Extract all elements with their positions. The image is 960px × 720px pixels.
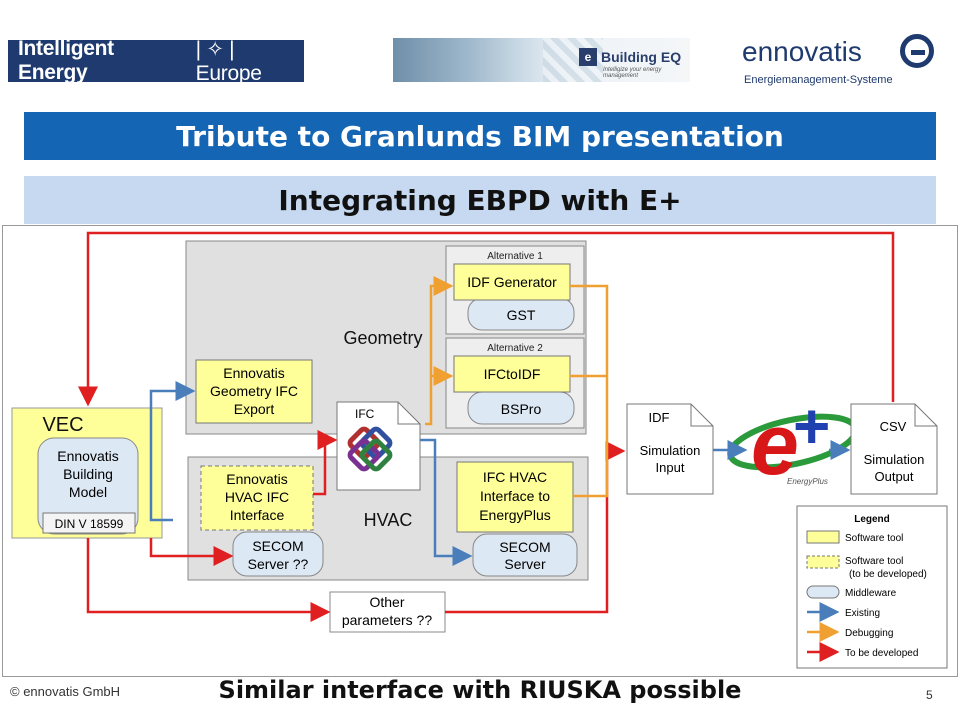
legend-swatch-middleware [806, 585, 840, 599]
intelligent-energy-logo: Intelligent Energy | ✧ | Europe [8, 37, 304, 85]
building-eq-text: Building EQ [601, 49, 682, 65]
geom-export-line3: Export [234, 401, 275, 417]
ennovatis-name: ennovatis [742, 36, 862, 67]
secom-server-middleware [472, 533, 578, 577]
ifc-label: IFC [355, 407, 375, 421]
geometry-label: Geometry [343, 328, 422, 348]
copyright-text: © ennovatis GmbH [10, 684, 121, 699]
diagram-svg: Geometry HVAC Alternative 1 GST IDF Gene… [11, 231, 948, 669]
red-connectors [78, 231, 895, 622]
sim-output-line1: Simulation [864, 452, 925, 467]
secom-line2: Server [504, 556, 546, 572]
idf-label: IDF [649, 410, 670, 425]
building-eq-brand: e Building EQ [579, 48, 681, 66]
legend-label-middleware: Middleware [845, 588, 897, 599]
sim-input-line2: Input [656, 460, 685, 475]
geometry-ifc-export-box [195, 359, 313, 424]
building-model-middleware [37, 437, 139, 535]
vec-label: VEC [42, 414, 83, 436]
sim-output-line2: Output [874, 469, 913, 484]
hvac-ifc-line2: HVAC IFC [225, 489, 289, 505]
geom-export-line1: Ennovatis [223, 365, 284, 381]
page-number: 5 [926, 688, 933, 702]
secom-q-line1: SECOM [252, 538, 303, 554]
legend-swatch-software-tbd [806, 555, 840, 569]
hvac-ifc-interface-box [200, 465, 314, 531]
energyplus-caption: EnergyPlus [787, 477, 828, 486]
bspro-label: BSPro [501, 401, 542, 417]
slide-subtitle: Integrating EBPD with E+ [24, 176, 936, 224]
legend-label-software-tbd: Software tool [845, 556, 903, 567]
gst-label: GST [507, 307, 536, 323]
ifc-hvac-line2: Interface to [480, 488, 550, 504]
legend-label-debugging: Debugging [845, 628, 893, 639]
integration-diagram: Geometry HVAC Alternative 1 GST IDF Gene… [2, 225, 958, 677]
europe-text: | ✧ | Europe [190, 37, 262, 85]
building-model-line3: Model [69, 484, 107, 500]
hvac-ifc-line3: Interface [230, 507, 285, 523]
slide-title: Tribute to Granlunds BIM presentation [24, 112, 936, 160]
building-eq-e-icon: e [579, 48, 597, 66]
blue-connectors [149, 381, 851, 566]
legend-swatch-software [806, 530, 840, 544]
sim-input-line1: Simulation [640, 443, 701, 458]
energyplus-e-icon: e [751, 397, 799, 493]
other-parameters-box [329, 591, 446, 633]
csv-label: CSV [880, 419, 907, 434]
secom-line1: SECOM [499, 539, 550, 555]
legend-label-existing: Existing [845, 608, 880, 619]
geom-export-line2: Geometry IFC [210, 383, 298, 399]
legend-label-to-be-developed: To be developed [845, 648, 918, 659]
hvac-label: HVAC [364, 510, 413, 530]
secom-q-line2: Server ?? [248, 556, 309, 572]
legend-label-software-tbd-2: (to be developed) [849, 569, 927, 580]
alternative2-label: Alternative 2 [487, 343, 543, 354]
ifctoidf-box [453, 355, 571, 393]
hvac-ifc-line1: Ennovatis [226, 471, 287, 487]
intelligent-energy-text: Intelligent Energy [18, 37, 114, 84]
building-model-line1: Ennovatis [57, 448, 118, 464]
building-eq-tagline: Intelligize your energy management [603, 67, 662, 79]
ifc-logo-icon [347, 426, 393, 472]
alternative1-label: Alternative 1 [487, 251, 543, 262]
orange-connectors [425, 276, 609, 498]
din-box [42, 512, 136, 534]
ifc-hvac-line3: EnergyPlus [479, 507, 551, 523]
other-params-line2: parameters ?? [342, 612, 432, 628]
din-label: DIN V 18599 [55, 517, 124, 531]
ennovatis-subtitle: Energiemanagement-Systeme [744, 74, 893, 86]
footer-note: Similar interface with RIUSKA possible [218, 676, 742, 704]
europe-label: Europe [195, 61, 262, 85]
ifc-hvac-line1: IFC HVAC [483, 469, 547, 485]
idf-generator-label: IDF Generator [467, 274, 557, 290]
ifctoidf-label: IFCtoIDF [484, 366, 541, 382]
building-model-line2: Building [63, 466, 113, 482]
ennovatis-logo: ennovatis Energiemanagement-Systeme [742, 34, 942, 86]
ennovatis-e-icon [900, 34, 934, 68]
building-eq-logo: e Building EQ Intelligize your energy ma… [393, 38, 690, 82]
legend: Legend Software tool Software tool (to b… [796, 505, 948, 669]
energyplus-plus-icon: + [793, 390, 830, 462]
legend-title: Legend [854, 514, 890, 525]
other-params-line1: Other [369, 594, 404, 610]
legend-label-software: Software tool [845, 533, 903, 544]
energyplus-logo: e + EnergyPlus [727, 390, 859, 493]
idf-generator-box [453, 263, 571, 301]
